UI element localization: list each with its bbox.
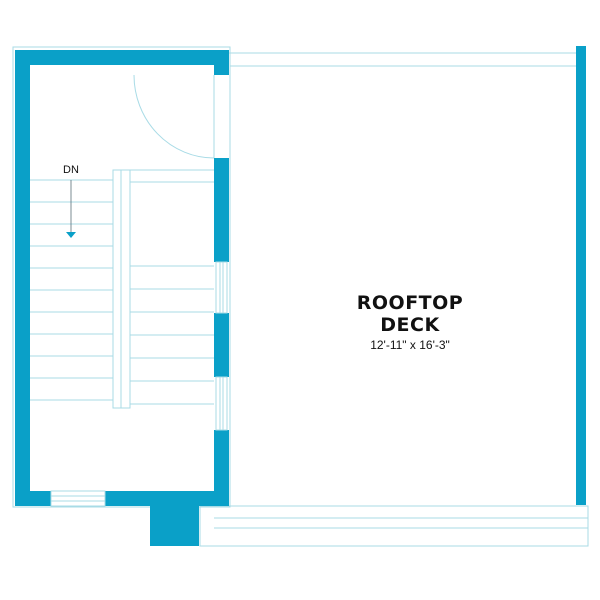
window-right-lower (215, 376, 228, 431)
deck-bottom-ledge-outer (199, 505, 589, 547)
chimney-block (150, 491, 199, 546)
walls (15, 46, 586, 546)
thin-outlines (12, 46, 589, 547)
wall-top-return (214, 50, 229, 75)
room-label-rooftop-deck: ROOFTOP DECK 12'-11" x 16'-3" (310, 292, 510, 353)
wall-right-segment-2 (214, 313, 229, 377)
wall-right-segment-1 (214, 158, 229, 262)
arrow-down-icon (66, 180, 76, 238)
wall-bottom-left (15, 491, 51, 506)
room-name-line-1: ROOFTOP (356, 292, 464, 314)
room-dimensions: 12'-11" x 16'-3" (370, 338, 450, 352)
room-name-line-2: DECK (380, 314, 440, 336)
wall-right-segment-3 (214, 430, 229, 506)
door (133, 74, 215, 159)
wall-left (15, 50, 30, 506)
wall-top (15, 50, 229, 65)
stair-direction-label: DN (63, 164, 79, 176)
window-bottom (50, 490, 106, 507)
stairs (30, 169, 214, 409)
door-swing-arc (133, 74, 215, 159)
deck-right-railing (576, 46, 586, 505)
windows (50, 261, 228, 507)
building-outline (12, 46, 231, 508)
window-right-upper (215, 261, 228, 314)
